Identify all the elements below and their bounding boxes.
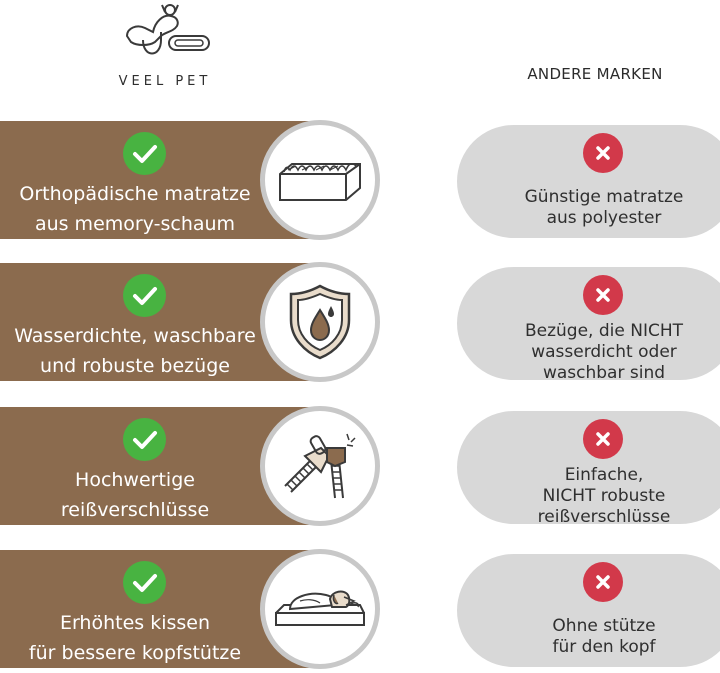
cross-icon [583,275,623,315]
feature-illustration [260,120,380,240]
dog-on-bed-icon [275,590,365,626]
waterproof-shield-icon [289,284,351,360]
brand-logo: VEEL PET [105,0,225,100]
cross-icon [583,419,623,459]
cross-icon [583,562,623,602]
other-brands-heading: ANDERE MARKEN [527,65,663,83]
foam-mattress-icon [279,163,361,201]
feature-illustration [260,262,380,382]
feature-illustration [260,406,380,526]
check-icon [123,561,166,604]
cross-icon [583,133,623,173]
check-icon [123,132,166,175]
feature-illustration [260,549,380,669]
check-icon [123,274,166,317]
brand-name: VEEL PET [118,74,212,89]
zipper-icon [284,433,356,499]
check-icon [123,418,166,461]
veel-pet-logo-icon [125,4,210,55]
